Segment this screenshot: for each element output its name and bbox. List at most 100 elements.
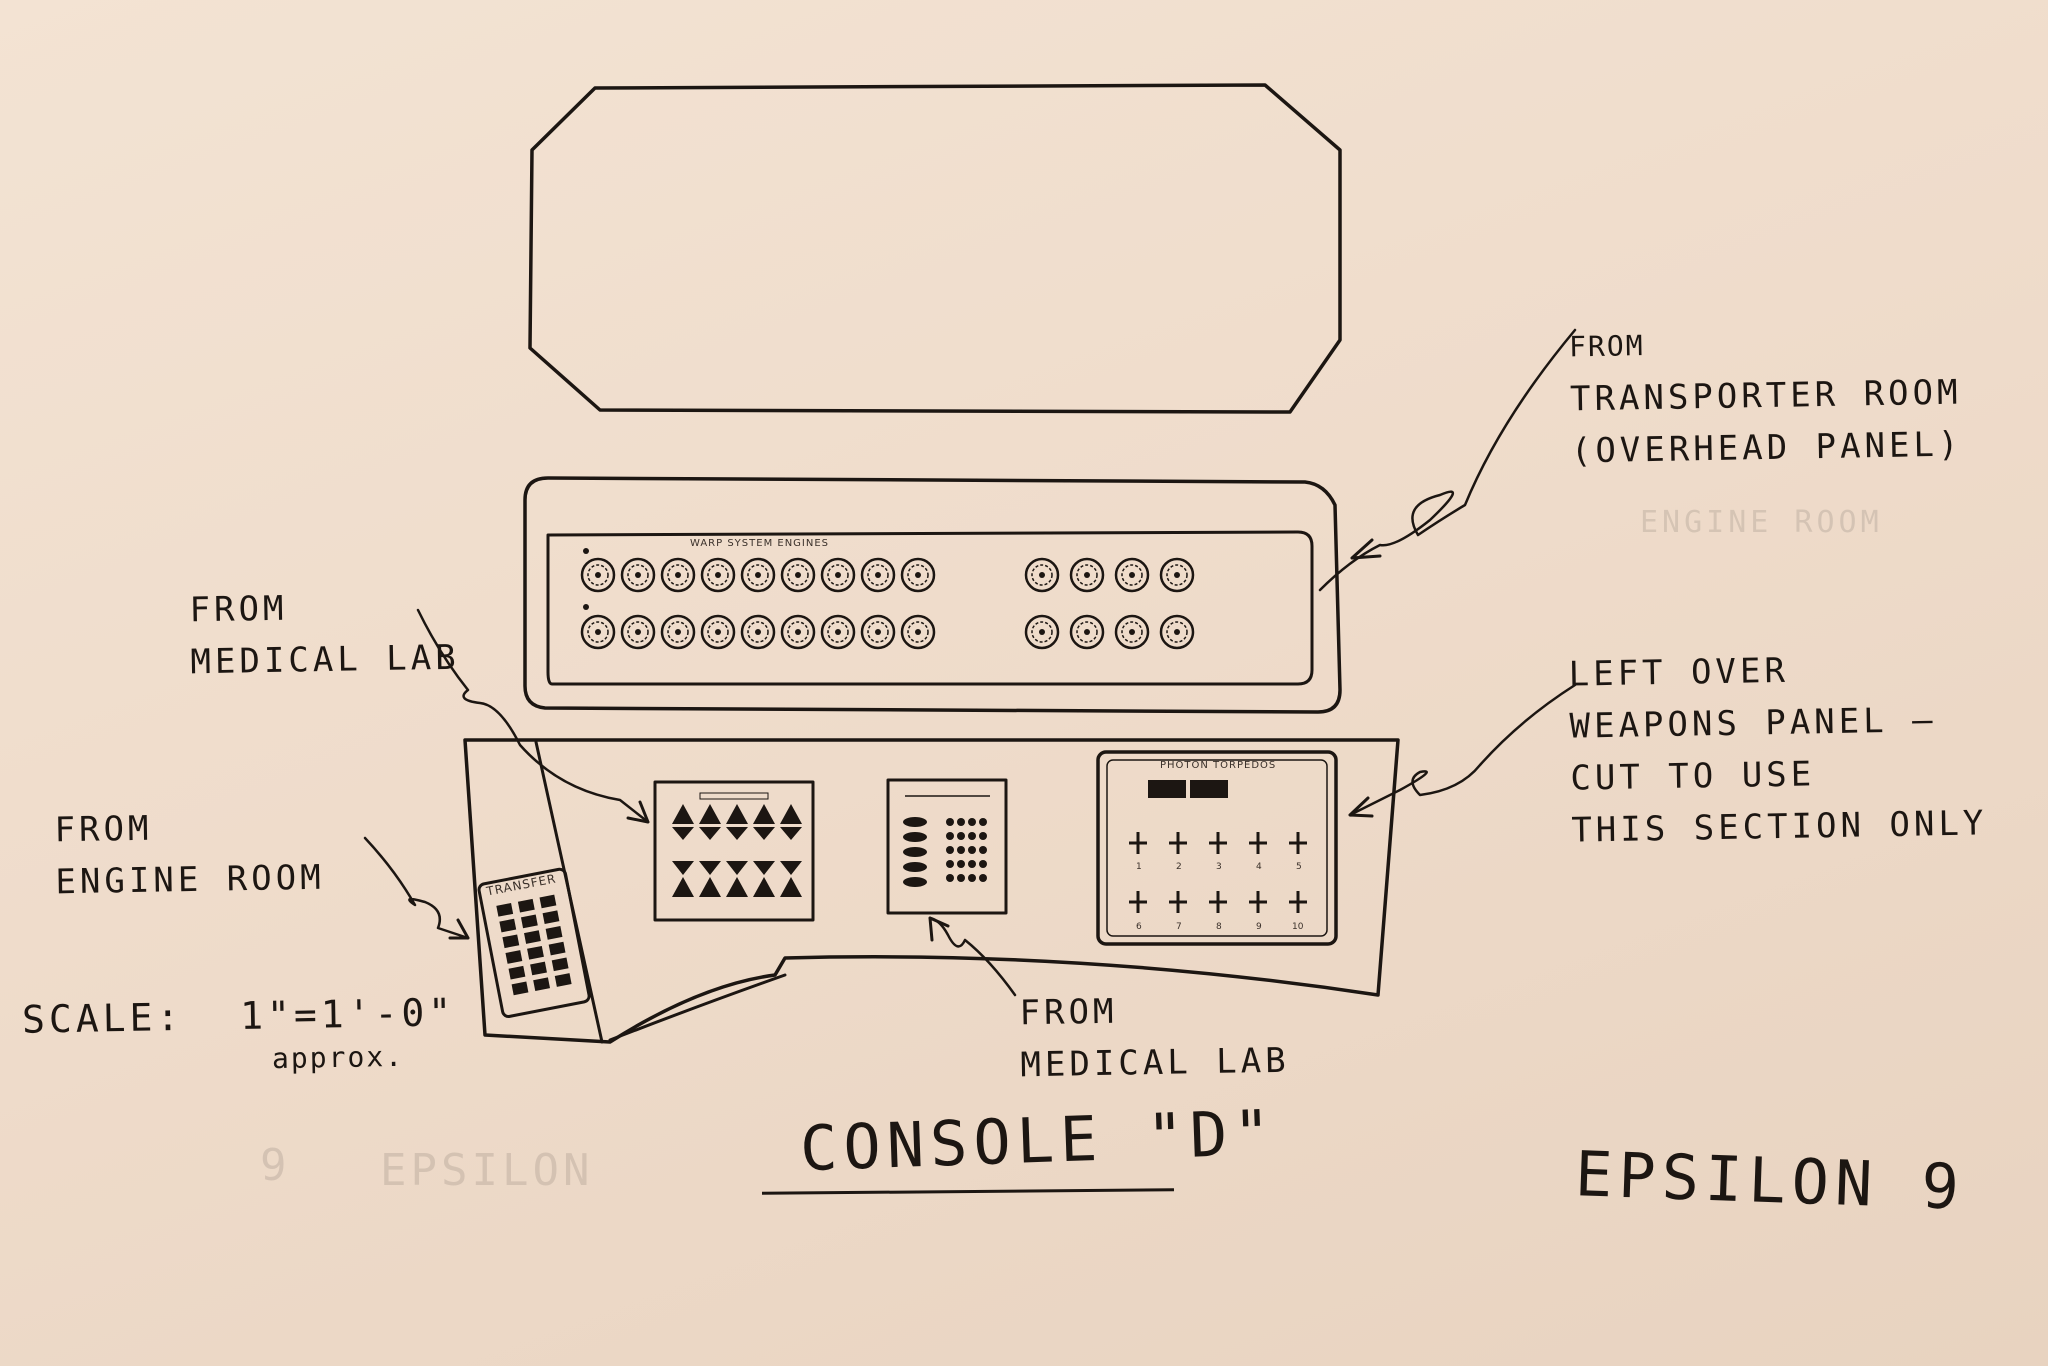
annotation-line: TRANSPORTER ROOM [1569,372,1962,420]
torpedo-cross [1169,891,1187,913]
warp-knob [860,614,896,650]
autopsy-dot [946,832,954,840]
leader-transporter [1318,328,1577,592]
torpedo-cross [1129,891,1147,913]
torpedo-number: 10 [1292,922,1304,932]
torpedo-number: 5 [1296,862,1302,872]
medical-panel [653,780,815,922]
autopsy-dot [968,860,976,868]
warp-knob [1114,557,1150,593]
warp-knob [1024,614,1060,650]
autopsy-dot [968,818,976,826]
annotation-line: WEAPONS PANEL — [1569,700,1937,747]
scale-value: 1"=1'-0" [239,990,456,1038]
torpedo-cross [1249,832,1267,854]
lower-console-desk [463,738,1400,1044]
ghost-text-2: 9 [260,1140,291,1191]
warp-knob [900,614,936,650]
transfer-key [551,957,569,972]
warp-knob [780,614,816,650]
autopsy-dot [979,832,987,840]
autopsy-dot [957,860,965,868]
torpedo-cross [1209,832,1227,854]
transfer-key-group [496,894,572,996]
autopsy-dot [957,818,965,826]
annotation-line: FROM [189,588,288,631]
transfer-key [530,961,547,976]
transfer-key [496,903,514,917]
torpedo-cross [1289,832,1307,854]
autopsy-dot [957,846,965,854]
leader-weapons [1348,683,1577,817]
warp-knob [660,614,696,650]
transfer-key [539,894,557,909]
torpedo-number: 8 [1216,922,1222,932]
project-name: EPSILON 9 [1573,1137,1967,1224]
transfer-key [554,973,572,987]
warp-knob [740,557,776,593]
medical-triangle [699,804,721,840]
warp-knob [1024,557,1060,593]
overhead-monitor [528,83,1342,414]
torpedo-cross [1129,832,1147,854]
warp-knob [820,614,856,650]
warp-knob [580,614,616,650]
autopsy-oval [903,817,927,827]
upper-console-housing [523,476,1342,714]
warp-panel-label: WARP SYSTEM ENGINES [690,538,830,549]
drawing-title: CONSOLE "D" [798,1095,1278,1186]
transfer-key [527,945,544,960]
annotation-line: THIS SECTION ONLY [1571,803,1988,851]
ghost-text-1: ENGINE ROOM [1640,505,1883,540]
photon-panel [1096,750,1338,946]
torpedo-cross-group [1129,780,1307,913]
warp-knob [580,557,616,593]
autopsy-oval [903,847,927,857]
transfer-key [545,926,563,940]
warp-knob [660,557,696,593]
medical-triangle [672,804,694,840]
annotation-line: CUT TO USE [1570,754,1816,799]
torpedo-cross [1169,832,1187,854]
autopsy-dot [968,846,976,854]
transfer-key [517,898,535,913]
annotation-line: (OVERHEAD PANEL) [1570,424,1963,472]
photon-panel-label: PHOTON TORPEDOS [1160,760,1277,771]
warp-knob [1159,557,1195,593]
warp-knob [780,557,816,593]
annotation-line: FROM [1019,991,1118,1034]
annotation-engine: FROM ENGINE ROOM [54,800,325,909]
leader-medical-upper [416,608,650,824]
autopsy-oval [903,862,927,872]
autopsy-oval [903,832,927,842]
scale-approx: approx. [271,1039,405,1076]
torpedo-number: 2 [1176,862,1182,872]
transfer-key [508,965,526,980]
transfer-key [520,914,538,929]
medical-triangle [780,804,802,840]
annotation-transporter: FROM TRANSPORTER ROOM (OVERHEAD PANEL) [1569,315,1963,478]
autopsy-dot [979,818,987,826]
transfer-key [505,950,523,964]
autopsy-panel [886,778,1008,915]
transfer-key [548,941,566,956]
autopsy-dot [946,818,954,826]
autopsy-dot [957,832,965,840]
autopsy-dot [946,846,954,854]
medical-triangle [726,861,748,897]
warp-knob [820,557,856,593]
transfer-key [511,981,529,996]
indicator-dot [583,548,589,554]
warp-knob [860,557,896,593]
autopsy-dot [979,846,987,854]
torpedo-number: 7 [1176,922,1182,932]
medical-triangle [726,804,748,840]
autopsy-oval [903,877,927,887]
warp-knob [700,614,736,650]
autopsy-dot [968,874,976,882]
warp-knob [740,614,776,650]
autopsy-dot [946,860,954,868]
annotation-line: FROM [54,808,153,851]
warp-knob [620,614,656,650]
